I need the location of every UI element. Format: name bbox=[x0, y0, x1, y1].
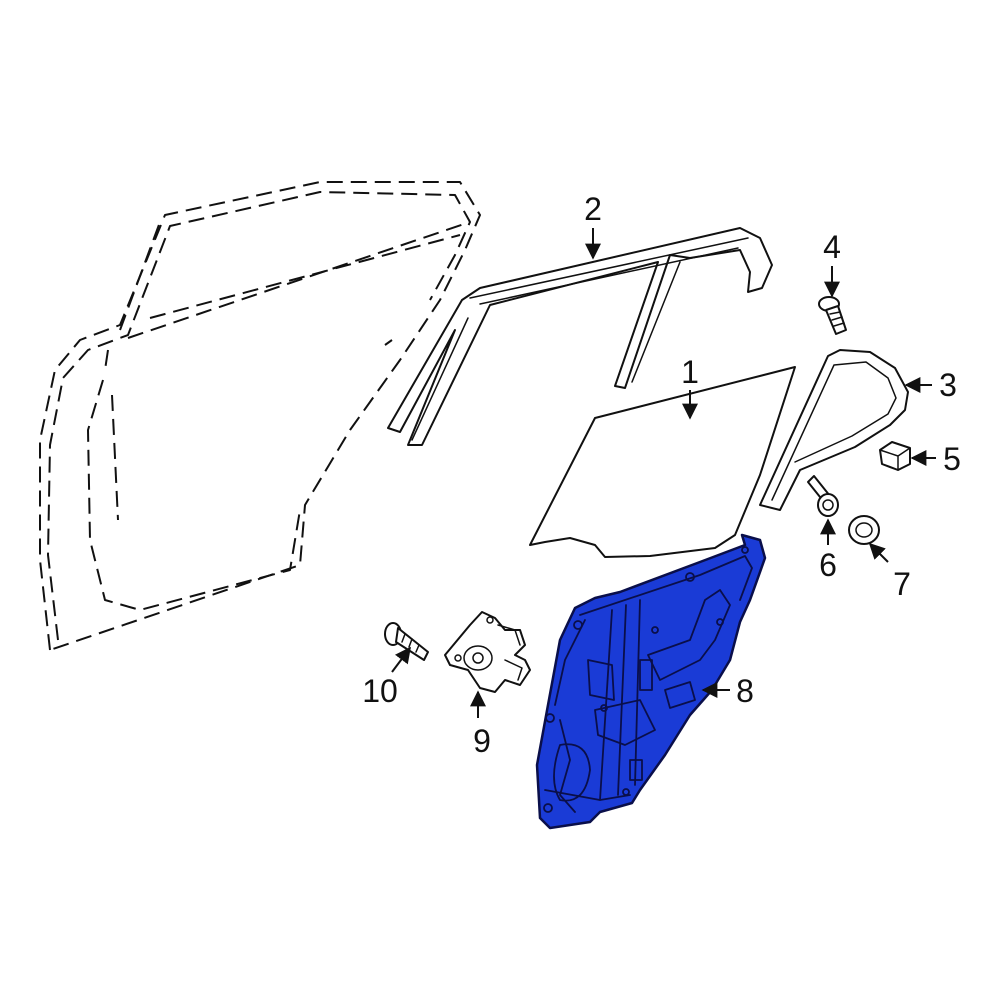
part-1-door-glass bbox=[529, 366, 796, 558]
part-8-window-regulator bbox=[535, 533, 767, 830]
part-5-clip bbox=[879, 441, 911, 471]
callout-2: 2 bbox=[584, 191, 602, 227]
callout-arrows bbox=[391, 228, 936, 718]
callout-6: 6 bbox=[819, 547, 837, 583]
part-9-regulator-motor bbox=[444, 611, 531, 693]
callout-3: 3 bbox=[939, 367, 957, 403]
part-3-quarter-seal bbox=[759, 349, 909, 511]
callout-7: 7 bbox=[893, 566, 911, 602]
callout-10: 10 bbox=[362, 673, 398, 709]
callout-9: 9 bbox=[473, 723, 491, 759]
part-10-screw bbox=[384, 622, 429, 661]
callout-5: 5 bbox=[943, 441, 961, 477]
part-4-screw bbox=[818, 296, 847, 335]
part-6-bolt bbox=[807, 475, 839, 517]
part-7-grommet bbox=[848, 515, 880, 545]
callout-4: 4 bbox=[823, 229, 841, 265]
callout-labels: 1 2 3 4 5 6 7 8 9 10 bbox=[362, 191, 961, 759]
part-2-glass-run-channel bbox=[387, 227, 773, 446]
callout-1: 1 bbox=[681, 354, 699, 390]
door-outline bbox=[39, 181, 481, 651]
callout-8: 8 bbox=[736, 673, 754, 709]
